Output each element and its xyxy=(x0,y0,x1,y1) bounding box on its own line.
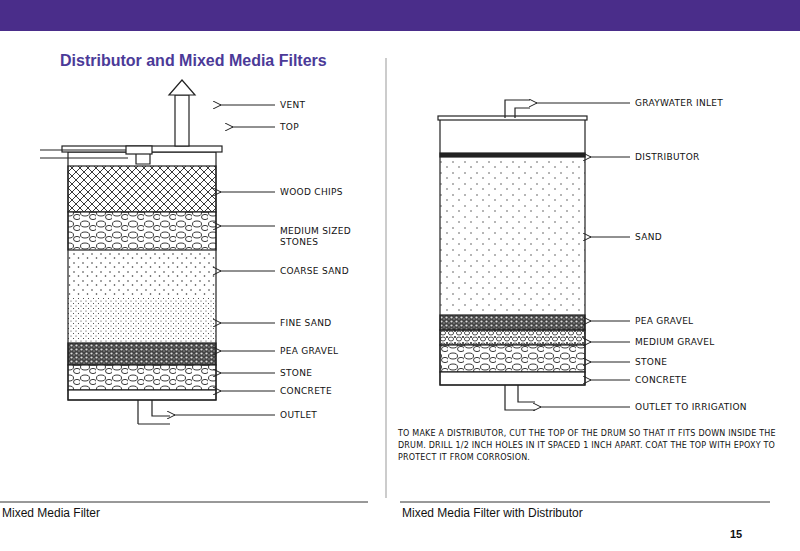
part-label: STONE xyxy=(280,368,312,379)
part-label: GRAYWATER INLET xyxy=(635,98,723,109)
part-label: WOOD CHIPS xyxy=(280,187,343,198)
part-label: FINE SAND xyxy=(280,318,332,329)
part-label: DISTRIBUTOR xyxy=(635,152,700,163)
part-label: MEDIUM GRAVEL xyxy=(635,337,714,348)
part-label: STONE xyxy=(635,357,667,368)
part-label: SAND xyxy=(635,232,662,243)
part-label: MEDIUM SIZED STONES xyxy=(280,226,380,248)
part-label: OUTLET TO IRRIGATION xyxy=(635,402,747,413)
page-title: Distributor and Mixed Media Filters xyxy=(60,52,327,70)
figure-caption: Mixed Media Filter xyxy=(2,506,100,520)
note-text: TO MAKE A DISTRIBUTOR, CUT THE TOP OF TH… xyxy=(398,428,778,464)
page-number: 15 xyxy=(730,528,742,540)
part-label: TOP xyxy=(280,122,299,133)
part-label: CONCRETE xyxy=(635,375,687,386)
figure-caption: Mixed Media Filter with Distributor xyxy=(402,506,583,520)
part-label: COARSE SAND xyxy=(280,266,349,277)
part-label: OUTLET xyxy=(280,410,317,421)
part-label: VENT xyxy=(280,100,305,111)
part-label: PEA GRAVEL xyxy=(280,346,338,357)
part-label: PEA GRAVEL xyxy=(635,316,693,327)
part-label: CONCRETE xyxy=(280,386,332,397)
